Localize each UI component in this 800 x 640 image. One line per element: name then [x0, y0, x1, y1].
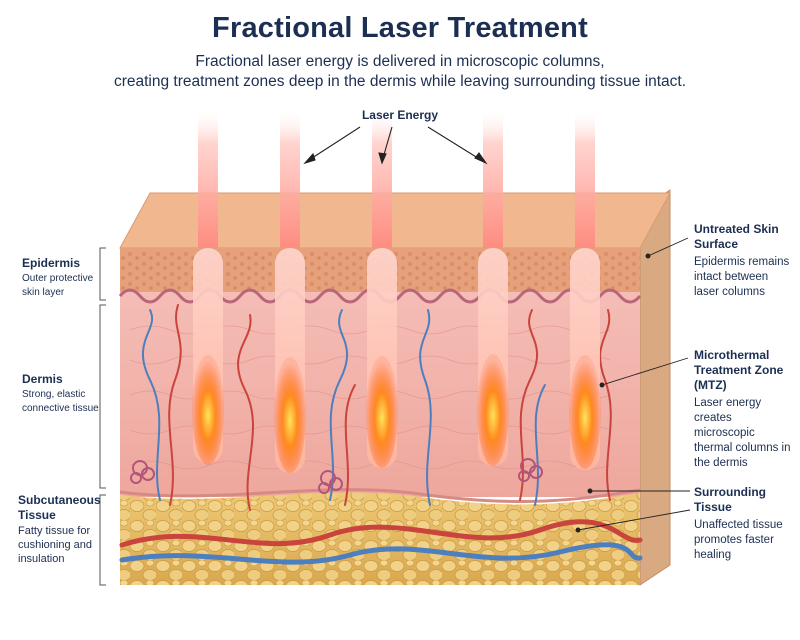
- subcutaneous-title: Subcutaneous Tissue: [18, 493, 101, 522]
- laser-column: [192, 108, 224, 465]
- blood-vessels: [119, 304, 643, 565]
- page-title: Fractional Laser Treatment: [212, 12, 588, 44]
- page-subtitle: Fractional laser energy is delivered in …: [0, 52, 800, 92]
- layer-brackets: [99, 247, 106, 586]
- laser-column: [569, 108, 601, 470]
- mtz-title: Microthermal Treatment Zone (MTZ): [694, 348, 784, 392]
- untreated-label: Untreated Skin Surface Epidermis remains…: [694, 222, 794, 300]
- mtz-desc: Laser energy creates microscopic thermal…: [694, 397, 791, 469]
- leader-lines: [575, 237, 691, 533]
- epidermis-label: Epidermis Outer protective skin layer: [22, 256, 98, 300]
- untreated-desc: Epidermis remains intact between laser c…: [694, 256, 790, 298]
- dermis-title: Dermis: [22, 372, 63, 386]
- dermis-desc: Strong, elastic connective tissue: [22, 389, 99, 414]
- subtitle-line-2: creating treatment zones deep in the der…: [113, 73, 687, 90]
- laser-column: [274, 108, 306, 473]
- surrounding-title: Surrounding Tissue: [694, 485, 766, 514]
- dermal-glands: [130, 458, 543, 494]
- mtz-label: Microthermal Treatment Zone (MTZ) Laser …: [694, 348, 794, 471]
- laser-energy-arrows: [303, 126, 488, 165]
- subcutaneous-label: Subcutaneous Tissue Fatty tissue for cus…: [18, 493, 102, 566]
- surrounding-desc: Unaffected tissue promotes faster healin…: [694, 519, 783, 561]
- laser-column: [477, 108, 509, 466]
- epidermis-title: Epidermis: [22, 256, 81, 270]
- untreated-title: Untreated Skin Surface: [694, 222, 779, 251]
- subtitle-line-1: Fractional laser energy is delivered in …: [195, 53, 605, 70]
- subcutaneous-desc: Fatty tissue for cushioning and insulati…: [18, 525, 93, 565]
- epidermis-desc: Outer protective skin layer: [22, 273, 94, 298]
- laser-energy-label: Laser Energy: [361, 108, 439, 122]
- laser-columns: [192, 108, 601, 473]
- dermis-label: Dermis Strong, elastic connective tissue: [22, 372, 102, 416]
- block-side-face: [639, 189, 671, 586]
- surrounding-label: Surrounding Tissue Unaffected tissue pro…: [694, 485, 798, 563]
